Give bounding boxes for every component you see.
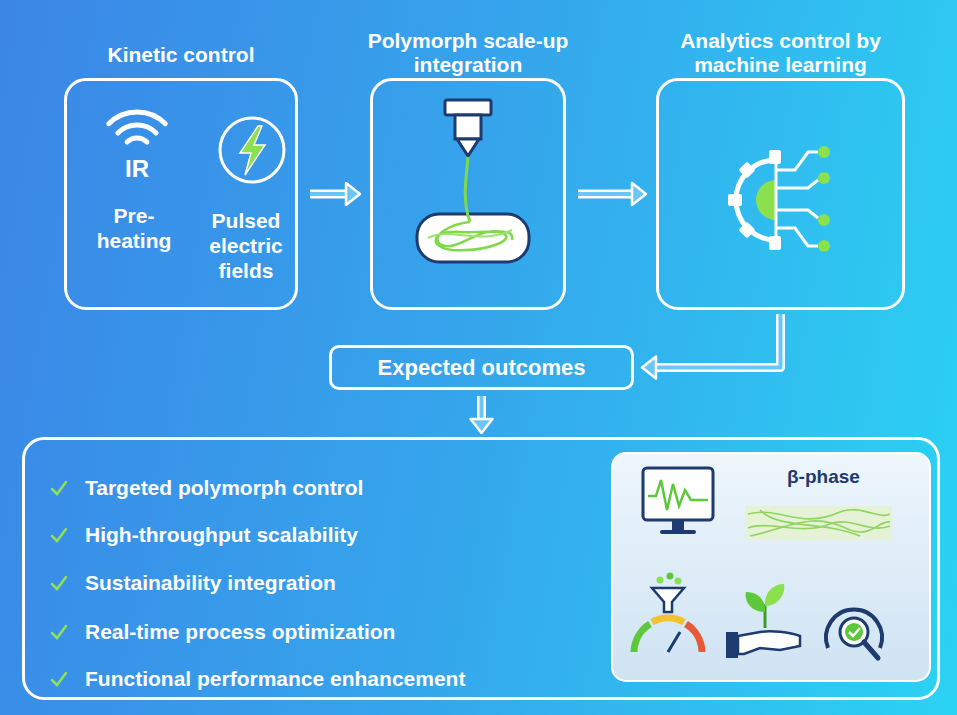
outcome-item: Real-time process optimization [85,619,395,645]
outcome-panel-node: β-phase [615,456,933,684]
ml-gear-icon [728,146,830,252]
ir-icon [109,112,166,142]
stage-heading: Analytics control by machine learning [656,29,906,77]
outcome-item: Targeted polymorph control [85,475,363,501]
check-mark [49,525,69,545]
check-mark [49,478,69,498]
stage-box: Polymorph scale-up integration [370,78,566,310]
check-mark [49,669,69,689]
plant-hand-icon [726,584,800,658]
check-mark [49,622,69,642]
stage-heading: Kinetic control [61,43,301,67]
method-label: Pulsed electric fields [198,208,294,283]
flow-arrow [642,314,781,379]
method-label: Pre-heating [88,203,180,253]
flow-arrow [578,183,646,205]
printer-icon [417,100,529,262]
fibre-mat [745,506,892,540]
outcome-item: High-throughput scalability [85,522,358,548]
stage-box: Analytics control by machine learning [656,78,905,310]
outcome-item: Sustainability integration [85,570,336,596]
outcome-list-box: Targeted polymorph controlHigh-throughpu… [22,437,940,700]
flow-arrow [310,183,360,205]
phase-label: β-phase [787,466,860,488]
outcome-panel [612,453,930,681]
check-mark [49,573,69,593]
monitor-icon [643,468,713,534]
quality-check-icon [826,610,882,658]
throughput-gauge-icon [634,573,702,653]
ir-label: IR [112,155,162,183]
outcome-box: Expected outcomes [329,345,634,390]
stage-heading: Polymorph scale-up integration [353,29,583,77]
outcome-item: Functional performance enhancement [85,666,465,692]
outcome-title: Expected outcomes [378,355,586,381]
flow-arrow [471,396,493,433]
pulse-icon [220,118,284,182]
